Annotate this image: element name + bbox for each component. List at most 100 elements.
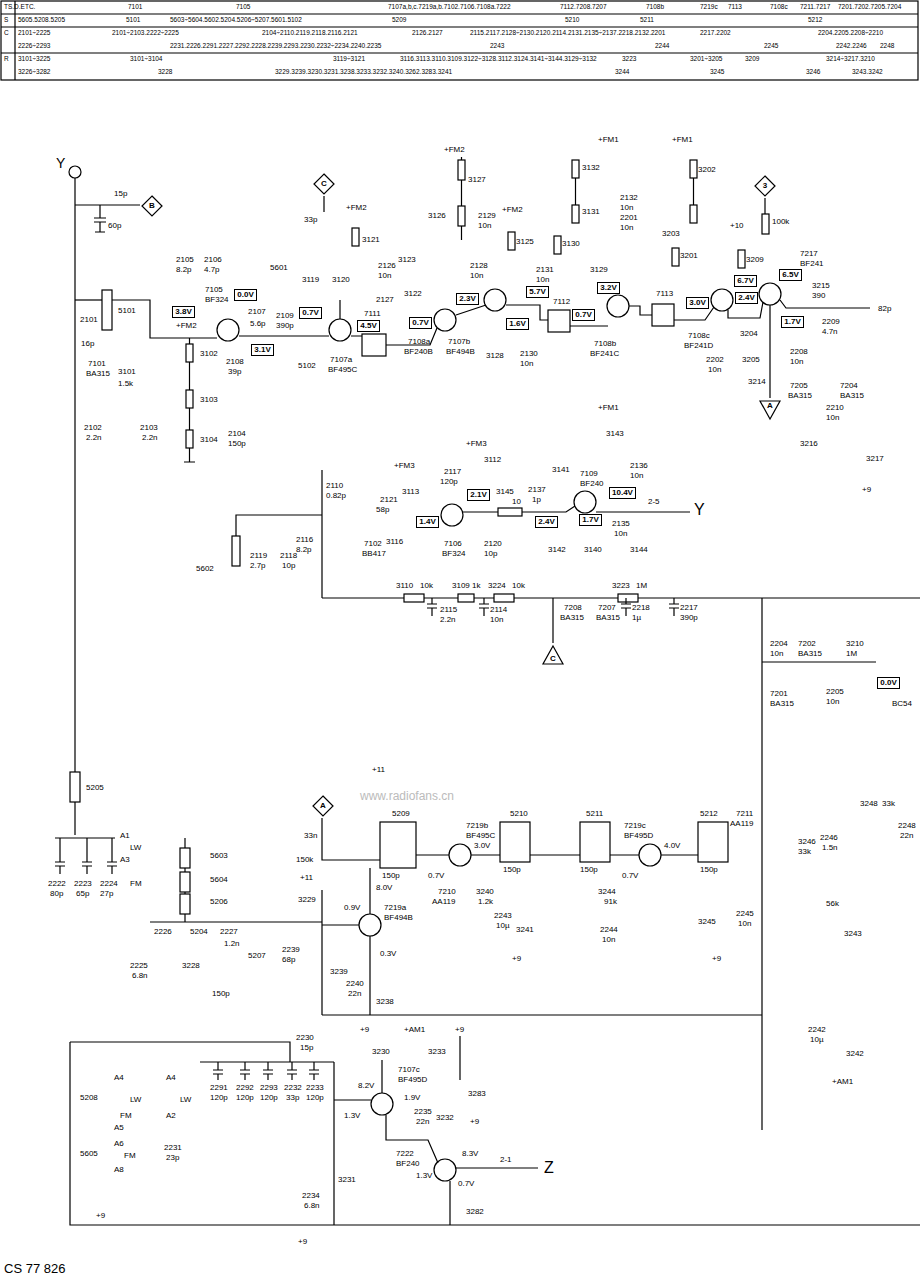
component-label: 2209 bbox=[822, 318, 840, 326]
component-label: 10n bbox=[620, 204, 633, 212]
component-label: 1.3V bbox=[416, 1172, 432, 1180]
component-label: 3248 bbox=[860, 800, 878, 808]
component-label: BA315 bbox=[788, 392, 812, 400]
component-label: Z bbox=[544, 1160, 554, 1176]
component-label: 0.7V bbox=[622, 872, 638, 880]
voltage-box: 6.5V bbox=[779, 269, 802, 281]
component-label: 39p bbox=[228, 368, 241, 376]
component-label: BF495C bbox=[328, 366, 357, 374]
component-label: BA315 bbox=[560, 614, 584, 622]
component-label: 2227 bbox=[220, 928, 238, 936]
component-label: 6.8n bbox=[132, 972, 148, 980]
component-label: +9 bbox=[862, 486, 871, 494]
component-label: 5209 bbox=[392, 810, 410, 818]
component-label: 7113 bbox=[728, 4, 742, 11]
voltage-box: 3.8V bbox=[172, 306, 195, 318]
component-label: 7102 bbox=[364, 540, 382, 548]
component-label: www.radiofans.cn bbox=[360, 790, 454, 802]
component-label: 10n bbox=[536, 276, 549, 284]
component-label: 7105 bbox=[205, 286, 223, 294]
component-label: 2.7p bbox=[250, 562, 266, 570]
component-label: 10n bbox=[490, 616, 503, 624]
component-label: 3121 bbox=[362, 236, 380, 244]
component-label: 3244 bbox=[598, 888, 616, 896]
voltage-box: 0.7V bbox=[409, 317, 432, 329]
component-label: 2101÷2225 bbox=[18, 30, 51, 37]
component-label: 0.82p bbox=[326, 492, 346, 500]
voltage-box: 6.7V bbox=[734, 275, 757, 287]
component-label: 2106 bbox=[204, 256, 222, 264]
component-label: 150p bbox=[212, 990, 230, 998]
component-label: LW bbox=[130, 844, 141, 852]
component-label: BF241 bbox=[800, 260, 824, 268]
component-label: 3102 bbox=[200, 350, 218, 358]
component-label: 7112.7208.7207 bbox=[560, 4, 607, 11]
component-label: Y bbox=[56, 156, 65, 170]
marker-shape bbox=[543, 646, 563, 664]
component-label: 3104 bbox=[200, 436, 218, 444]
component-label: 2217 bbox=[680, 604, 698, 612]
component-label: 80p bbox=[50, 890, 63, 898]
component-label: 2101 bbox=[80, 316, 98, 324]
component-label: +9 bbox=[470, 1118, 479, 1126]
voltage-box: 5.7V bbox=[526, 286, 549, 298]
component-label: 2118 bbox=[280, 552, 297, 560]
component-label: 3282 bbox=[466, 1208, 484, 1216]
component-label: 7107a bbox=[330, 356, 352, 364]
node-text: 2.4V bbox=[738, 294, 754, 302]
component-label: 2132 bbox=[620, 194, 638, 202]
component-label: 10 bbox=[512, 498, 521, 506]
component-label: 0.3V bbox=[380, 950, 396, 958]
component-label: 10n bbox=[378, 272, 391, 280]
component-label: 3128 bbox=[486, 352, 504, 360]
component-label: 10n bbox=[478, 222, 491, 230]
component-label: 5604 bbox=[210, 876, 228, 884]
component-label: 5211 bbox=[586, 810, 603, 818]
component-label: 10n bbox=[614, 530, 627, 538]
node-text: 0.0V bbox=[237, 291, 253, 299]
component-label: 7201.7202.7205.7204 bbox=[838, 4, 901, 11]
component-label: 5209 bbox=[392, 17, 406, 24]
component-label: 22n bbox=[416, 1118, 429, 1126]
component-label: 5207 bbox=[248, 952, 266, 960]
component-label: 3245 bbox=[698, 918, 716, 926]
component-label: 3242 bbox=[846, 1050, 864, 1058]
component-label: 3103 bbox=[200, 396, 218, 404]
component-label: 2104 bbox=[228, 430, 246, 438]
component-label: 10n bbox=[708, 366, 721, 374]
component-label: 33p bbox=[286, 1094, 299, 1102]
component-label: +FM3 bbox=[394, 462, 415, 470]
component-label: 2-5 bbox=[648, 498, 660, 506]
node-text: 4.5V bbox=[360, 322, 376, 330]
component-label: 5205 bbox=[86, 784, 104, 792]
component-label: 3223 bbox=[622, 56, 636, 63]
connector-diamond: 3 bbox=[754, 175, 776, 197]
component-label: 2110 bbox=[326, 482, 343, 490]
component-label: 3113 bbox=[402, 488, 419, 496]
voltage-box: 3.1V bbox=[251, 344, 274, 356]
component-label: 5206 bbox=[210, 898, 228, 906]
component-label: FM bbox=[130, 880, 142, 888]
component-label: 3240 bbox=[476, 888, 494, 896]
component-label: BA315 bbox=[840, 392, 864, 400]
component-label: 2248 bbox=[880, 43, 894, 50]
component-label: 1M bbox=[846, 650, 857, 658]
node-text: C bbox=[321, 180, 327, 188]
voltage-box: 1.7V bbox=[579, 514, 602, 526]
component-label: +AM1 bbox=[404, 1026, 425, 1034]
component-label: 3122 bbox=[404, 290, 422, 298]
component-label: 7205 bbox=[790, 382, 808, 390]
node-text: 10.4V bbox=[612, 489, 633, 497]
component-label: 3246 bbox=[806, 69, 820, 76]
component-label: 3239 bbox=[330, 968, 348, 976]
component-label: 4.7p bbox=[204, 266, 220, 274]
component-label: 2120 bbox=[484, 540, 502, 548]
node-text: C bbox=[550, 655, 556, 663]
node-text: 3 bbox=[763, 182, 767, 190]
component-label: 5211 bbox=[640, 17, 654, 24]
component-label: 16p bbox=[81, 340, 94, 348]
component-label: 3119 bbox=[302, 276, 319, 284]
component-label: 7108a bbox=[408, 338, 430, 346]
component-label: 10p bbox=[484, 550, 497, 558]
component-label: +9 bbox=[455, 1026, 464, 1034]
